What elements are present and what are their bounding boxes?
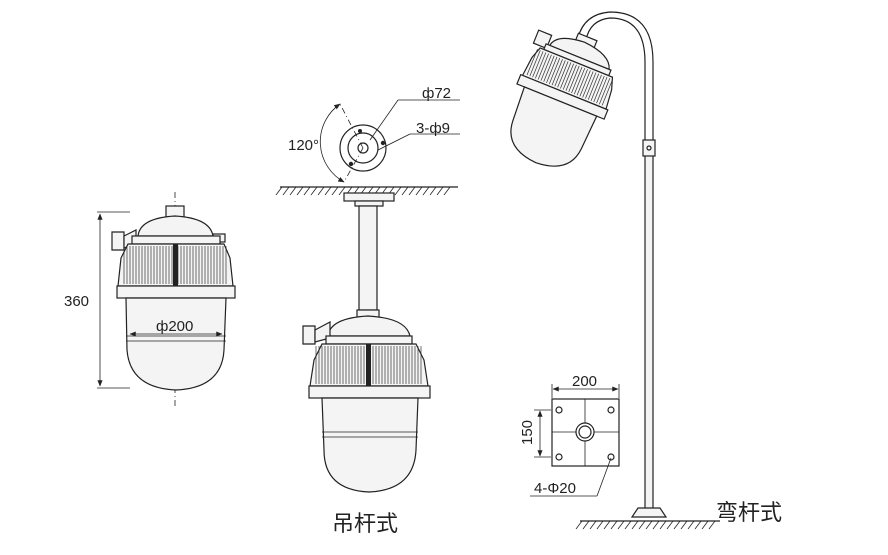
- dimension-360-label: 360: [64, 293, 89, 310]
- pendant-mount-detail: ф72 3-ф9 120° 吊杆式: [275, 85, 460, 537]
- angle-120-label: 120°: [288, 137, 319, 154]
- caption-pendant: 吊杆式: [332, 512, 398, 537]
- dimension-200-label: 200: [572, 373, 597, 390]
- holes-3phi9-label: 3-ф9: [416, 120, 450, 137]
- dimension-150-label: 150: [519, 420, 536, 445]
- front-view-lamp: 360 ф200: [64, 192, 236, 408]
- dimension-phi200-label: ф200: [156, 318, 193, 335]
- bent-pole-mount: 200 150 4-Φ20 弯杆式: [510, 11, 782, 530]
- caption-bent: 弯杆式: [716, 501, 782, 526]
- holes-4phi20-label: 4-Φ20: [534, 480, 576, 497]
- dimension-phi72-label: ф72: [422, 85, 451, 102]
